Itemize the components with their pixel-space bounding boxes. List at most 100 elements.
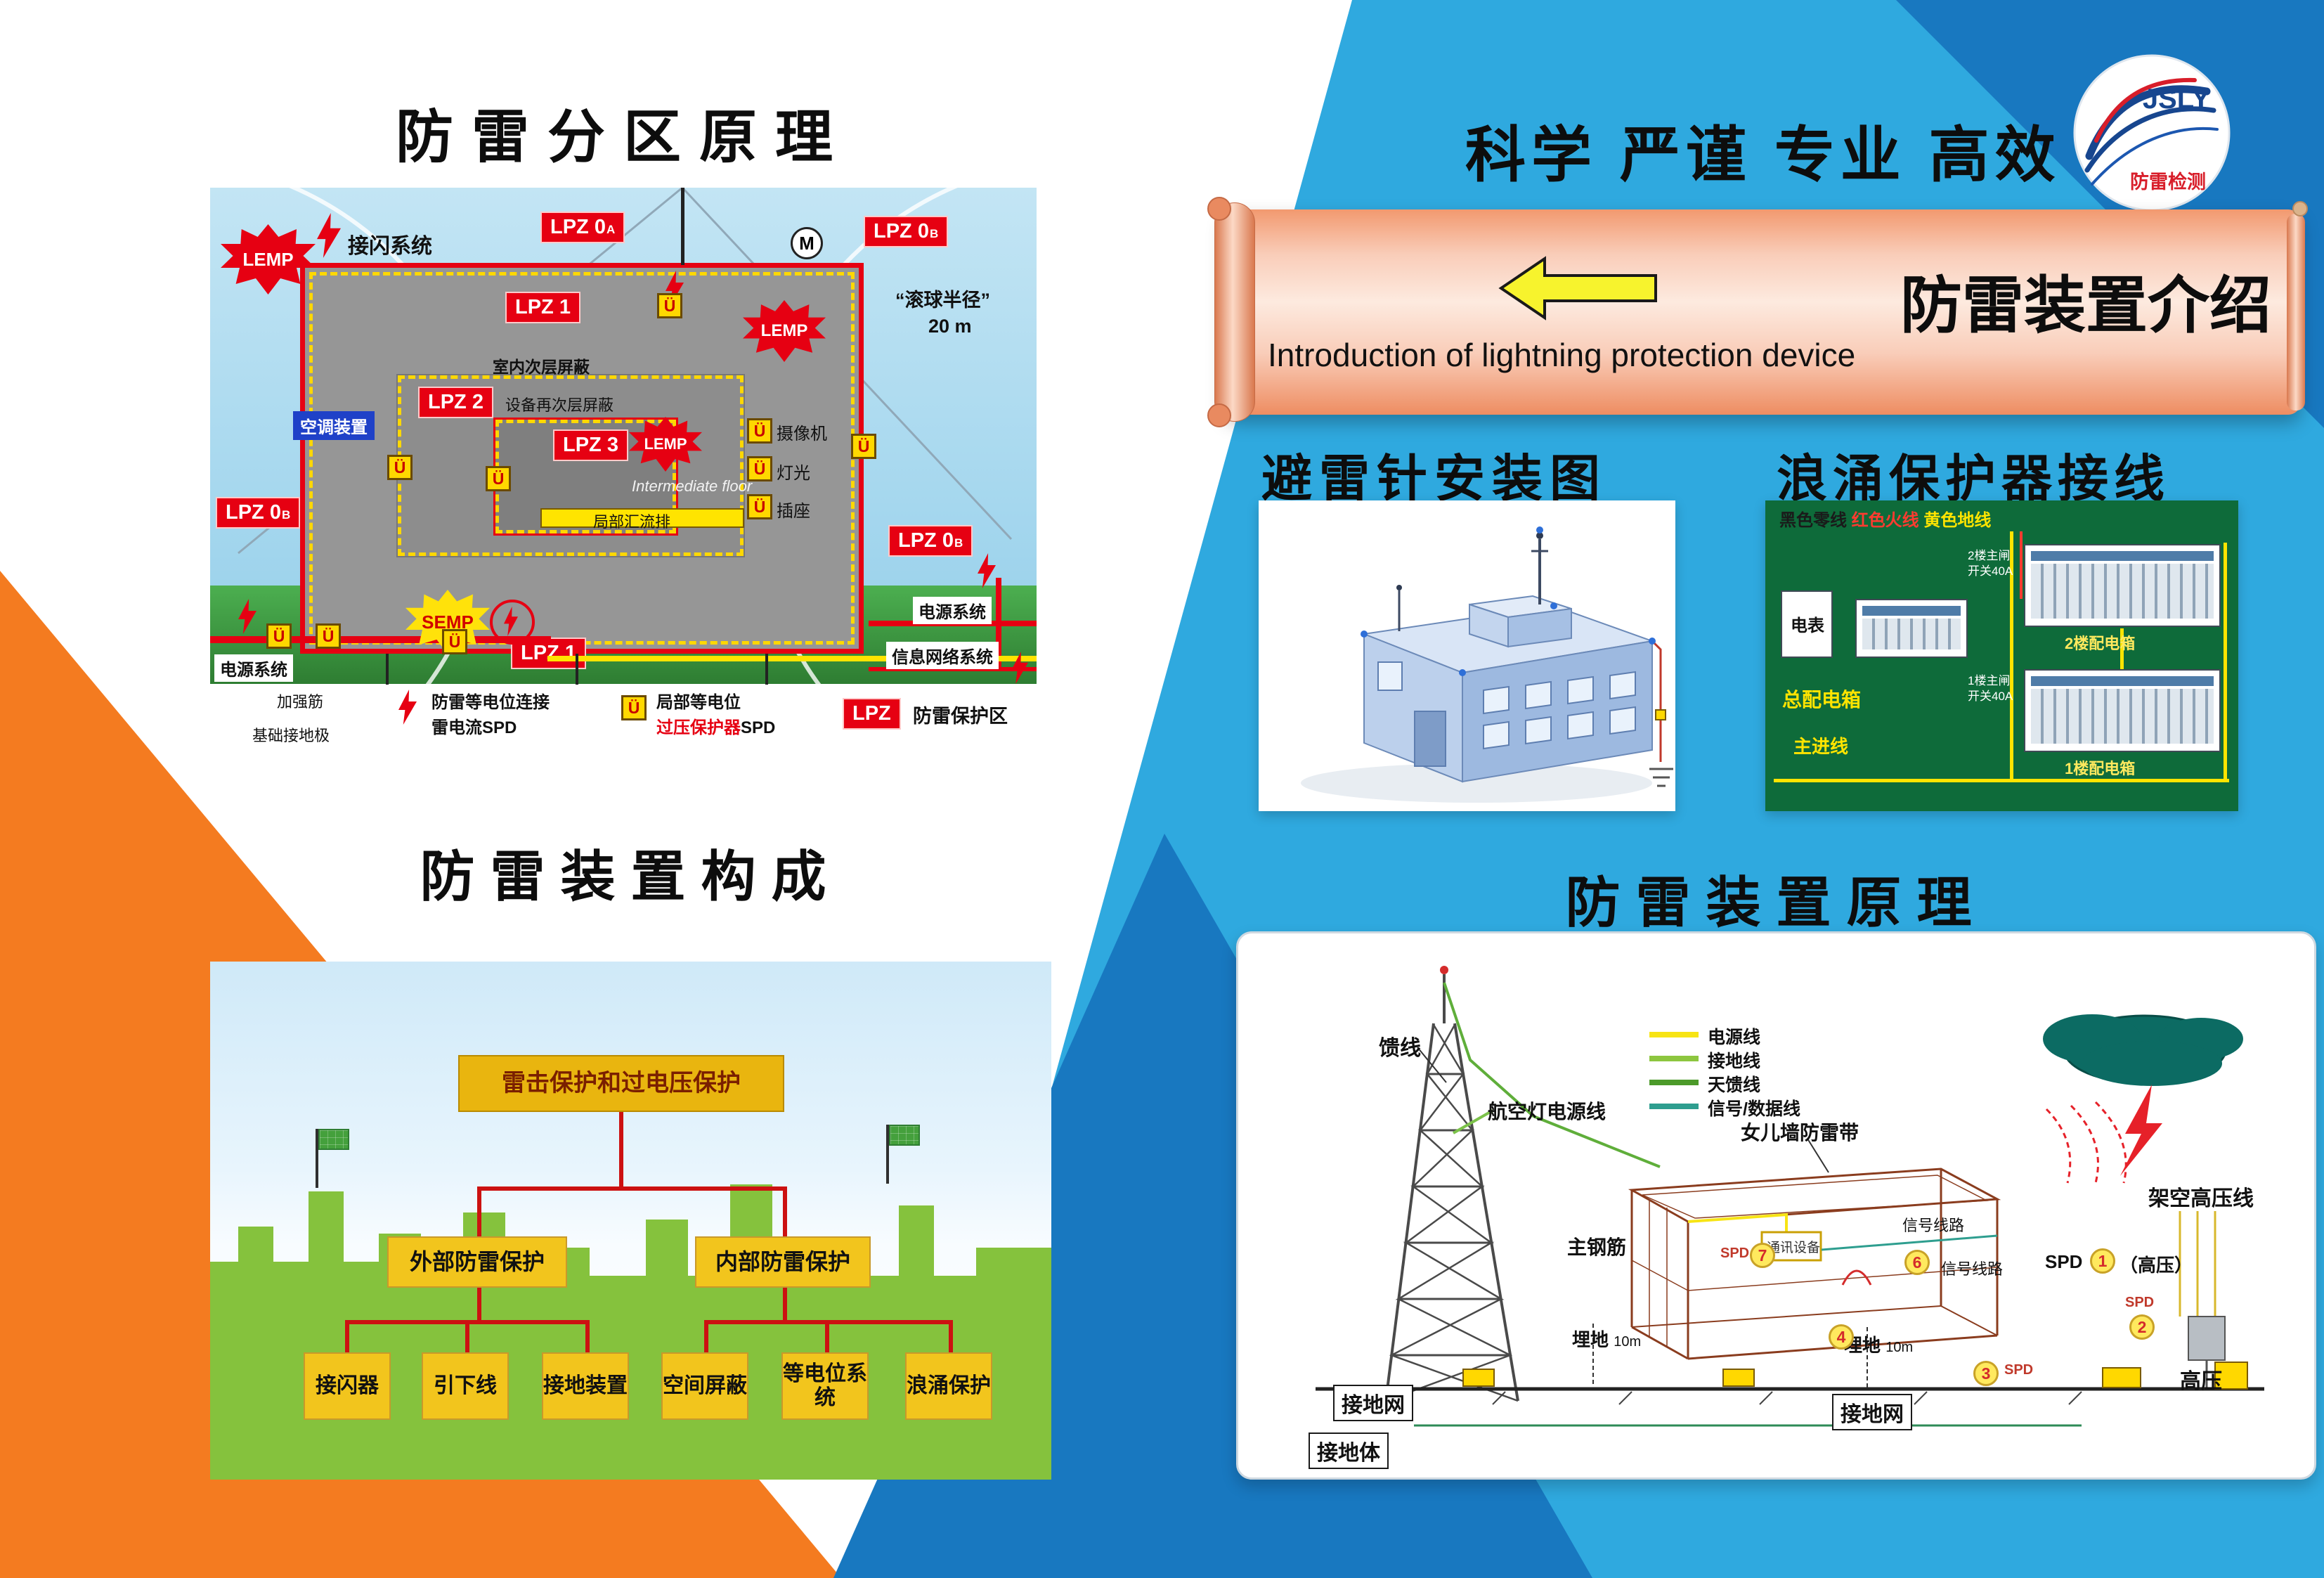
legend-label: 天馈线 bbox=[1708, 1075, 1761, 1095]
lpz2-badge: LPZ 2 bbox=[418, 387, 493, 418]
legend-swatch bbox=[1649, 1080, 1699, 1085]
breaker-row bbox=[2031, 564, 2214, 619]
slogan: 科学 严谨 专业 高效 bbox=[1465, 122, 2061, 189]
spd-u-symbol: Ü bbox=[266, 623, 292, 649]
switch2-rating-label: 开关40A bbox=[1968, 564, 2013, 578]
flag-pole bbox=[316, 1129, 318, 1188]
ground-net-label: 接地网 bbox=[1333, 1385, 1413, 1421]
badge-text: LPZ 2 bbox=[428, 391, 483, 413]
connector-line bbox=[477, 1288, 481, 1320]
building-3d-illustration bbox=[1301, 526, 1673, 803]
badge-text: LPZ 0 bbox=[874, 220, 929, 242]
floor1-breaker-cluster bbox=[2024, 669, 2221, 752]
telecom-equipment-label: 通讯设备 bbox=[1767, 1241, 1821, 1255]
floor2-breaker-cluster bbox=[2024, 544, 2221, 627]
aircon-label: 空调装置 bbox=[293, 411, 375, 440]
flowchart-root-node: 雷击保护和过电压保护 bbox=[458, 1055, 784, 1112]
power-system-label-left: 电源系统 bbox=[214, 654, 293, 682]
signal-line-label: 信号线路 bbox=[1902, 1217, 1965, 1234]
ground-body-label: 接地体 bbox=[1309, 1433, 1389, 1469]
spd-hv-label: SPD bbox=[2045, 1251, 2083, 1272]
flowchart-leaf-node: 引下线 bbox=[422, 1352, 509, 1420]
spd-small-label: SPD bbox=[1720, 1246, 1750, 1261]
legend-local-line2: 过压保护器SPD bbox=[656, 713, 775, 738]
badge-text: LPZ 3 bbox=[563, 434, 618, 456]
equip-shield-label: 设备再次层屏蔽 bbox=[505, 396, 614, 414]
bus-wire-right bbox=[2224, 543, 2227, 782]
badge-text: LPZ 0 bbox=[226, 501, 281, 524]
badge-sub: B bbox=[954, 536, 963, 550]
breaker-row bbox=[2031, 689, 2214, 744]
signal-line-label: 信号线路 bbox=[1941, 1260, 2004, 1278]
rod-installation-panel bbox=[1259, 500, 1675, 811]
composition-section-title: 防雷装置构成 bbox=[420, 846, 842, 907]
breaker-head bbox=[2031, 551, 2214, 561]
spd-u-symbol: Ü bbox=[316, 623, 341, 649]
busbar-strip bbox=[540, 508, 744, 528]
spd-number-3: 3 bbox=[1973, 1361, 1999, 1386]
composition-flowchart-panel: 雷击保护和过电压保护 外部防雷保护 内部防雷保护 接闪器 引下线 接地装置 空间… bbox=[210, 962, 1051, 1480]
principle-section-title: 防雷装置原理 bbox=[1565, 872, 1987, 933]
protection-zone-label: 防雷保护区 bbox=[913, 706, 1008, 727]
rebar-label: 加强筋 bbox=[277, 693, 324, 711]
spd-number-1: 1 bbox=[2090, 1248, 2115, 1274]
connector-line bbox=[585, 1320, 590, 1352]
hv-paren-label: （高压） bbox=[2119, 1255, 2193, 1276]
aviation-light-label: 航空灯电源线 bbox=[1488, 1101, 1606, 1123]
air-terminal-mast bbox=[681, 188, 684, 265]
legend-swatch bbox=[1649, 1104, 1699, 1109]
power-system-label-right: 电源系统 bbox=[913, 597, 992, 624]
ground-wire bbox=[547, 656, 1037, 661]
power-line-left bbox=[210, 636, 300, 643]
yellow-ground-label: 黄色地线 bbox=[1923, 511, 1992, 530]
rod-section-title: 避雷针安装图 bbox=[1261, 451, 1608, 507]
flowchart-internal-node: 内部防雷保护 bbox=[695, 1236, 871, 1288]
badge-sub: A bbox=[606, 223, 616, 236]
scroll-pin-icon bbox=[2292, 201, 2308, 216]
badge-text: LPZ 0 bbox=[898, 529, 954, 552]
red-live-label: 红色火线 bbox=[1851, 511, 1919, 530]
socket-label: 插座 bbox=[777, 502, 810, 521]
busbar-label: 局部汇流排 bbox=[593, 513, 671, 531]
connector-line bbox=[783, 1186, 787, 1236]
badge-sub: B bbox=[929, 227, 939, 240]
flowchart-leaf-node: 等电位系统 bbox=[781, 1352, 869, 1420]
spd-number-4: 4 bbox=[1829, 1324, 1854, 1350]
power-riser-right bbox=[996, 578, 1001, 669]
buried-depth: 10m bbox=[1614, 1334, 1642, 1350]
cluster-link-wire bbox=[2120, 628, 2124, 669]
badge-text: LPZ 1 bbox=[515, 296, 571, 318]
flowchart-external-node: 外部防雷保护 bbox=[387, 1236, 567, 1288]
earth-rod bbox=[386, 654, 389, 685]
breaker-row bbox=[1862, 619, 1961, 649]
badge-text: LPZ bbox=[852, 702, 891, 725]
motor-symbol: M bbox=[791, 227, 823, 259]
banner-title: 防雷装置介绍 bbox=[1900, 271, 2271, 340]
overhead-hv-label: 架空高压线 bbox=[2148, 1187, 2254, 1210]
legend-swatch bbox=[1649, 1056, 1699, 1061]
info-network-label: 信息网络系统 bbox=[886, 642, 999, 669]
spd-u-symbol: Ü bbox=[387, 455, 413, 480]
rolling-value-label: 20 m bbox=[928, 316, 972, 337]
wire-color-legend: 黑色零线 红色火线 黄色地线 bbox=[1779, 506, 1991, 531]
inner-shield-label: 室内次层屏蔽 bbox=[493, 358, 590, 376]
connector-line bbox=[477, 1186, 787, 1191]
earth-rod bbox=[576, 654, 578, 685]
badge-sub: B bbox=[281, 508, 291, 522]
connector-line bbox=[949, 1320, 953, 1352]
spd-u-symbol: Ü bbox=[851, 434, 876, 459]
scroll-roll-right bbox=[2287, 214, 2305, 410]
connector-line bbox=[825, 1320, 829, 1352]
scroll-roll-left bbox=[1214, 202, 1255, 422]
meter-label: 电表 bbox=[1791, 616, 1824, 635]
scroll-curl-top-icon bbox=[1207, 197, 1231, 221]
switch1-rating-label: 开关40A bbox=[1968, 690, 2013, 703]
surge-section-title: 浪涌保护器接线 bbox=[1777, 451, 2171, 507]
lpz-legend-badge: LPZ bbox=[843, 698, 901, 730]
spd-u-symbol: Ü bbox=[747, 456, 772, 481]
legend-label: 电源线 bbox=[1708, 1028, 1761, 1047]
connector-line bbox=[465, 1320, 469, 1352]
flag-icon bbox=[889, 1125, 920, 1146]
ground-net-label: 接地网 bbox=[1832, 1394, 1912, 1430]
